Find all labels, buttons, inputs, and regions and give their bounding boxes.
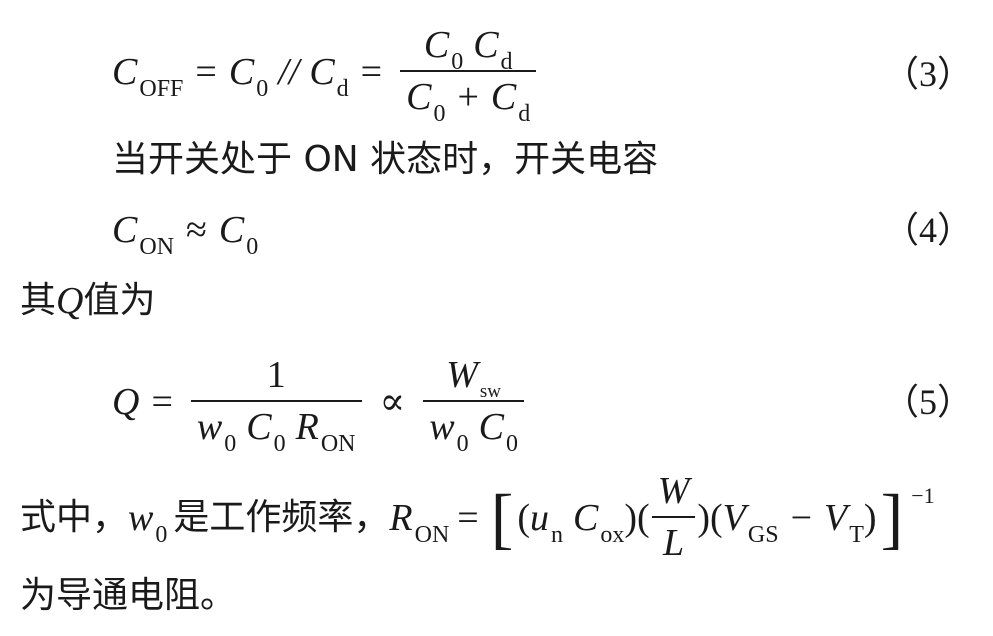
equation-4: CON ≈ C0 <box>112 205 259 260</box>
var-q: Q <box>56 280 84 322</box>
fraction-denominator: w0 C0 RON <box>196 406 356 457</box>
var-w0: w0 <box>128 497 168 548</box>
var-vt: VT <box>824 497 864 548</box>
var-cd: Cd <box>309 51 349 102</box>
fraction-denominator: w0 C0 <box>429 406 518 457</box>
proportional-sign: ∝ <box>379 381 406 423</box>
minus-sign: − <box>790 497 813 539</box>
var-c0: C0 <box>218 209 259 260</box>
var-r-on: RON <box>389 497 450 548</box>
var-vgs: VGS <box>722 497 779 548</box>
fraction-bar <box>423 400 524 402</box>
equation-number-4: （4） <box>882 210 973 250</box>
var-cox: Cox <box>573 497 625 548</box>
equation-number-5: （5） <box>882 382 973 422</box>
fraction-bar <box>190 400 362 402</box>
text-switch-on-state: 当开关处于 ON 状态时，开关电容 <box>112 139 659 180</box>
approx-sign: ≈ <box>186 209 207 251</box>
equation-3: COFF = C0 // Cd = C0 Cd C0 + Cd <box>112 22 542 127</box>
fraction-bar <box>400 70 537 72</box>
var-un: un <box>530 497 564 548</box>
exponent-minus-one: −1 <box>911 483 935 508</box>
var-q: Q <box>112 381 140 423</box>
fraction-q-inverse: 1 w0 C0 RON <box>190 354 362 457</box>
equals-sign: = <box>457 497 479 539</box>
text-on-resistance: 为导通电阻。 <box>20 575 237 616</box>
fraction-numerator: C0 Cd <box>423 24 513 76</box>
var-c-off: COFF <box>112 51 184 102</box>
equals-sign: = <box>195 51 217 93</box>
var-c0: C0 <box>228 51 269 102</box>
equation-number-3: （3） <box>882 54 973 94</box>
left-bracket: [ <box>490 480 514 556</box>
fraction-w-over-l: W L <box>651 471 696 564</box>
fraction-denominator: C0 + Cd <box>406 76 531 127</box>
text-q-value: 其 Q 值为 <box>20 280 156 322</box>
var-c-on: CON <box>112 209 175 260</box>
fraction-numerator: 1 <box>266 354 286 397</box>
right-bracket: ] <box>880 480 904 556</box>
equals-sign: = <box>151 381 173 423</box>
equals-sign-2: = <box>360 51 383 93</box>
parallel-sign: // <box>278 51 300 93</box>
fraction-c0cd: C0 Cd C0 + Cd <box>400 24 537 127</box>
text-where-definition: 式中， w0 是工作频率， RON = [ ( un Cox ) ( W L )… <box>20 470 935 564</box>
